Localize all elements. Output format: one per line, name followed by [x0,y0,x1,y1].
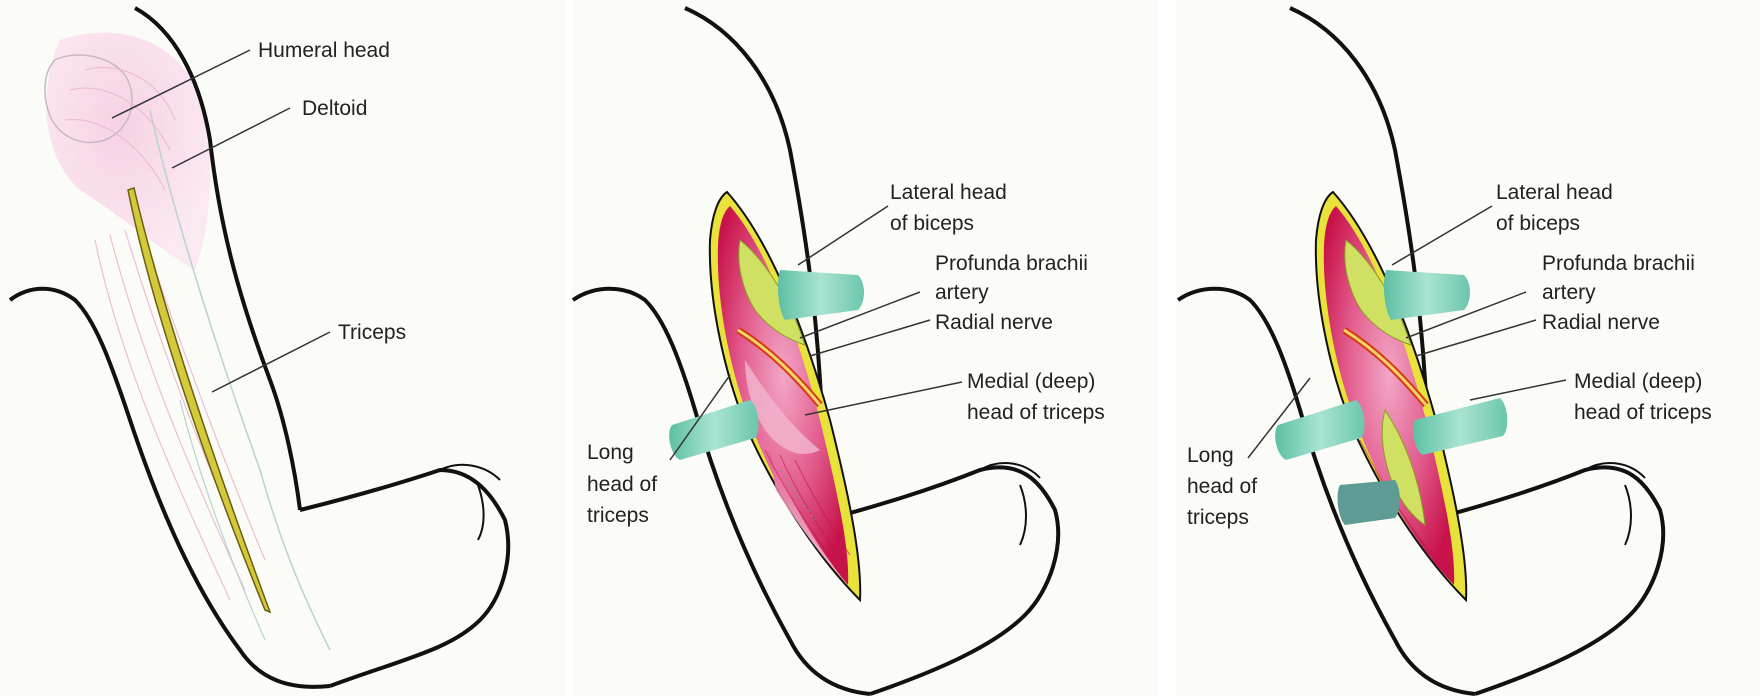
label-c-medial-head-line2: head of triceps [1574,400,1712,426]
deltoid-region [46,33,210,270]
label-c-profunda-line2: artery [1542,280,1596,306]
retractor-upper [778,270,864,320]
panel-a-arm [10,8,508,687]
label-radial-nerve: Radial nerve [935,310,1053,336]
label-humeral-head: Humeral head [258,38,390,64]
retractor-lower [669,400,758,460]
label-c-long-head-line1: Long [1187,443,1234,469]
label-c-long-head-line3: triceps [1187,505,1249,531]
label-c-medial-head-line1: Medial (deep) [1574,369,1702,395]
label-medial-head-line2: head of triceps [967,400,1105,426]
label-profunda-line2: artery [935,280,989,306]
label-triceps: Triceps [338,320,406,346]
label-c-lateral-head-biceps-line1: Lateral head [1496,180,1613,206]
label-long-head-line3: triceps [587,503,649,529]
label-medial-head-line1: Medial (deep) [967,369,1095,395]
label-lateral-head-biceps-line1: Lateral head [890,180,1007,206]
panel-b-arm [573,8,1058,694]
panel-c-arm [1178,8,1663,694]
label-lateral-head-biceps-line2: of biceps [890,211,974,237]
label-long-head-line1: Long [587,440,634,466]
label-c-radial-nerve: Radial nerve [1542,310,1660,336]
label-deltoid: Deltoid [302,96,367,122]
label-c-long-head-line2: head of [1187,474,1257,500]
label-c-profunda-line1: Profunda brachii [1542,251,1695,277]
label-c-lateral-head-biceps-line2: of biceps [1496,211,1580,237]
label-profunda-line1: Profunda brachii [935,251,1088,277]
label-long-head-line2: head of [587,472,657,498]
